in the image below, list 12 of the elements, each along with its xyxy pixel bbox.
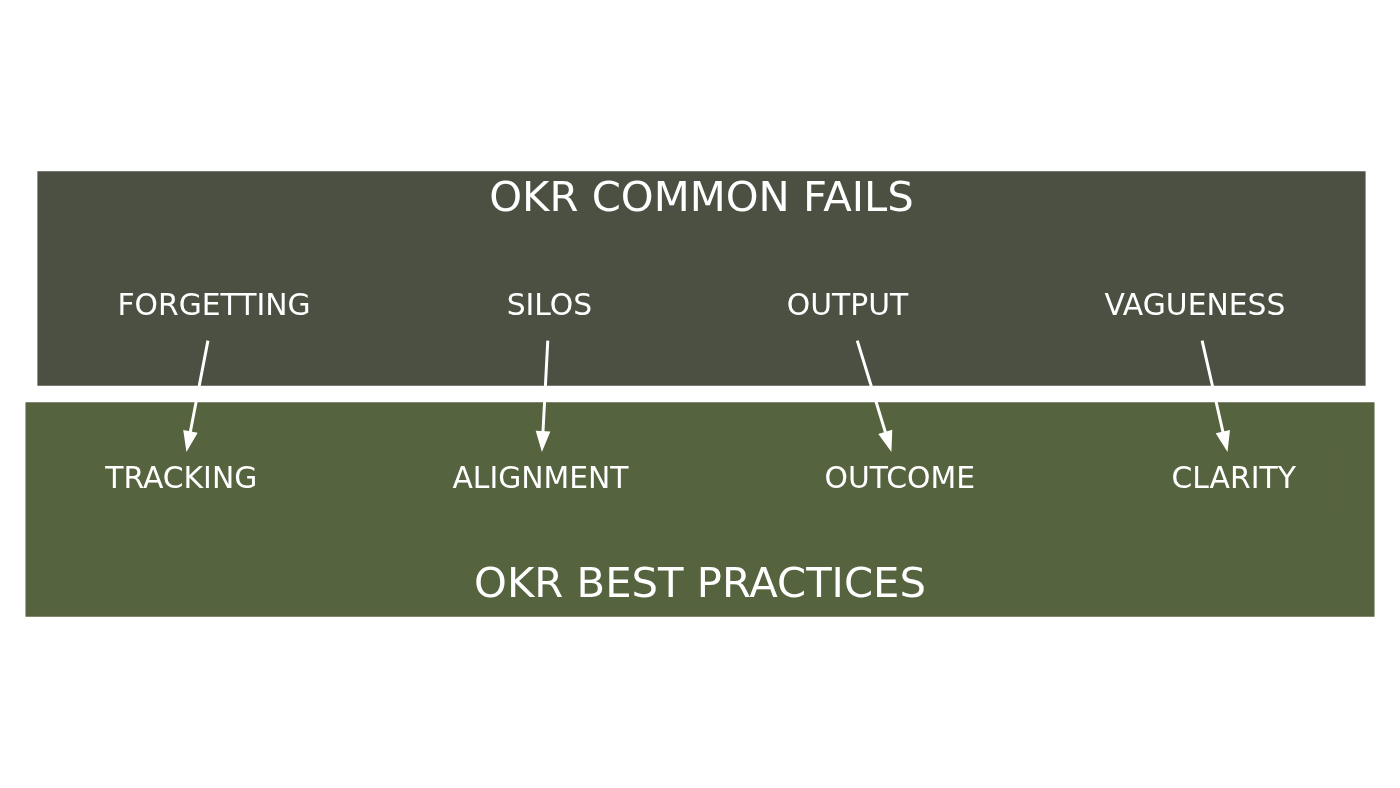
node-text: VAGUENESS bbox=[1104, 286, 1286, 322]
node-text: OUTPUT bbox=[786, 286, 909, 322]
node-text: OUTCOME bbox=[824, 459, 976, 495]
node-text: SILOS bbox=[506, 286, 593, 322]
arrow bbox=[1200, 340, 1230, 452]
node-text: ALIGNMENT bbox=[452, 459, 629, 495]
node-text: TRACKING bbox=[105, 459, 258, 495]
arrow bbox=[855, 340, 893, 452]
arrow bbox=[183, 340, 210, 452]
arrow bbox=[535, 340, 551, 453]
node-text: CLARITY bbox=[1171, 459, 1296, 495]
node-text: FORGETTING bbox=[117, 286, 311, 322]
